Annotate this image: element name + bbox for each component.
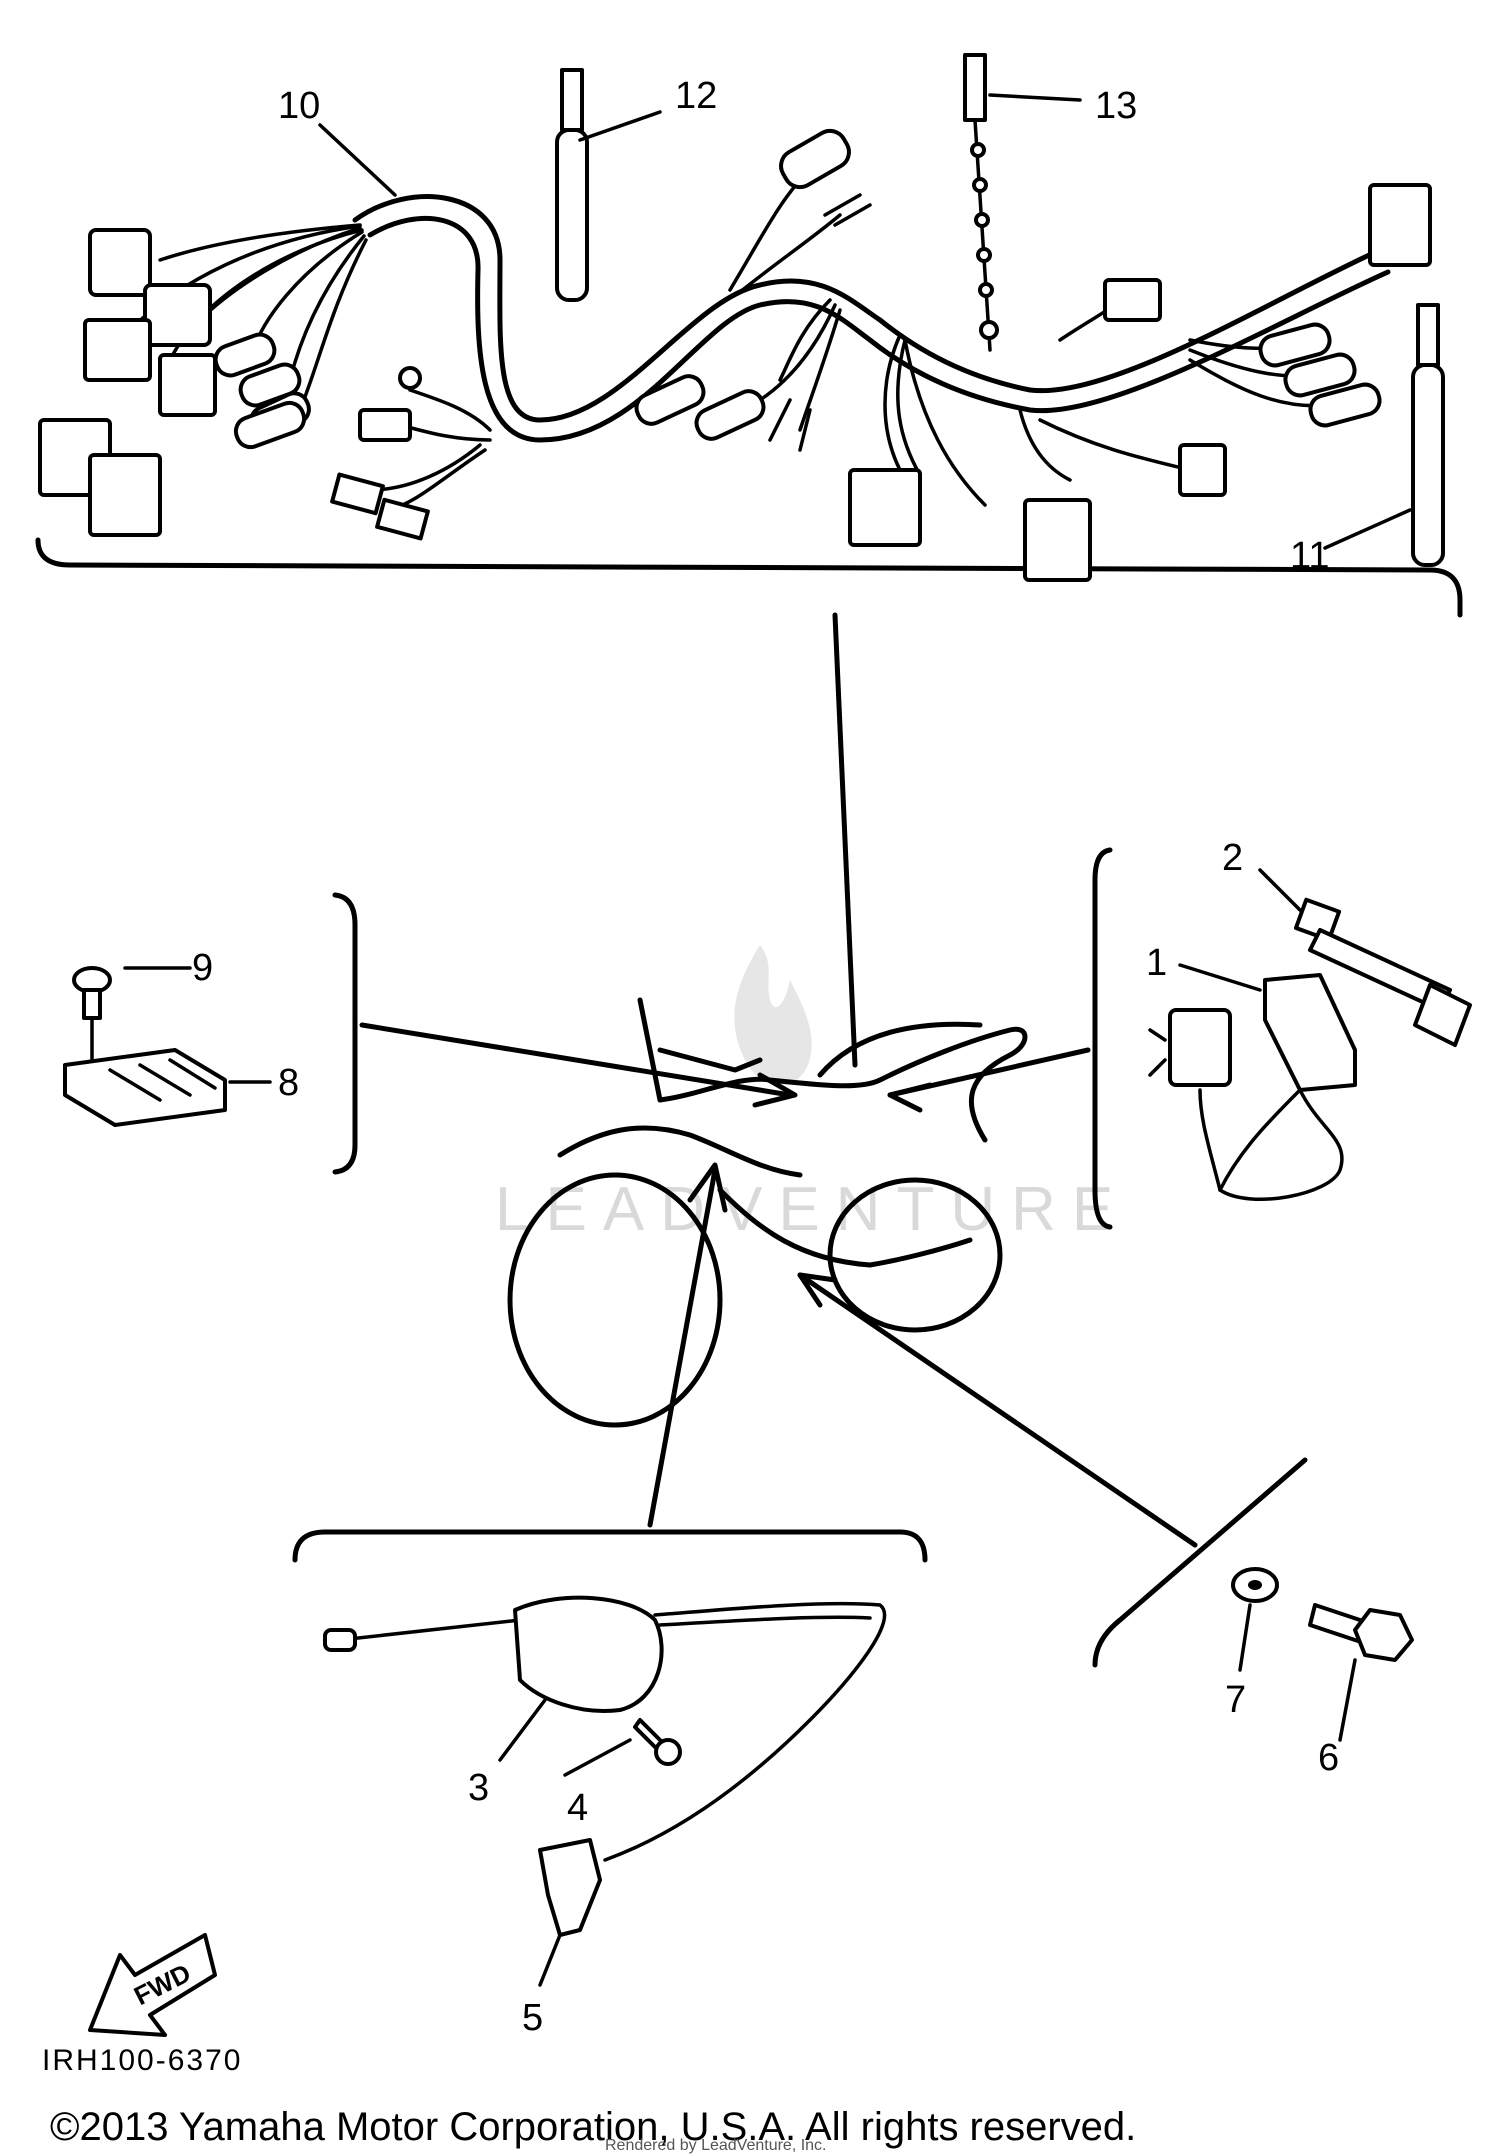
callout-7: 7 (1225, 1679, 1246, 1721)
callout-8: 8 (278, 1062, 299, 1104)
cdi-band-2 (1293, 897, 1472, 1047)
spark-plug-cap-5 (538, 1838, 602, 1937)
cdi-panel (887, 847, 1472, 1230)
bolt-washer-panel (797, 1272, 1414, 1742)
cable-tie-11 (1416, 303, 1440, 367)
callout-9: 9 (192, 947, 213, 989)
bolt-4 (633, 1718, 682, 1766)
callout-1: 1 (1146, 942, 1167, 984)
callout-6: 6 (1318, 1737, 1339, 1779)
watermark-text: LEADVENTURE (495, 1175, 1129, 1244)
screw-9 (72, 966, 112, 1020)
wire-harness-panel (35, 53, 1463, 618)
callout-2: 2 (1222, 837, 1243, 879)
callout-numbers: 10 12 13 11 2 1 9 8 3 4 5 7 6 (192, 75, 1339, 2039)
forward-arrow: FWD (88, 1933, 217, 2037)
rectifier-panel (63, 892, 798, 1175)
callout-12: 12 (675, 75, 717, 117)
harness-connector (848, 468, 922, 547)
ignition-coil-3 (323, 1595, 887, 1862)
watermark: LEADVENTURE (495, 945, 1129, 1244)
connector-line (832, 612, 858, 1068)
callout-10: 10 (278, 85, 320, 127)
cdi-unit-1 (1148, 973, 1357, 1201)
callout-3: 3 (468, 1767, 489, 1809)
cable-clamp-13 (963, 53, 999, 352)
harness-connector (88, 228, 152, 297)
ignition-coil-panel (292, 1162, 928, 1987)
diagram-code: IRH100-6370 (42, 2044, 242, 2077)
rectifier-8 (63, 1048, 227, 1127)
rendered-by-text: Rendered by LeadVenture, Inc. (605, 2137, 827, 2154)
callout-13: 13 (1095, 85, 1137, 127)
bolt-6 (1308, 1603, 1414, 1662)
copyright-text: ©2013 Yamaha Motor Corporation, U.S.A. A… (50, 2105, 1136, 2149)
callout-4: 4 (567, 1787, 588, 1829)
callout-5: 5 (522, 1997, 543, 2039)
motorcycle (507, 997, 1028, 1428)
callout-11: 11 (1290, 535, 1329, 577)
cable-tie-12 (560, 68, 584, 132)
